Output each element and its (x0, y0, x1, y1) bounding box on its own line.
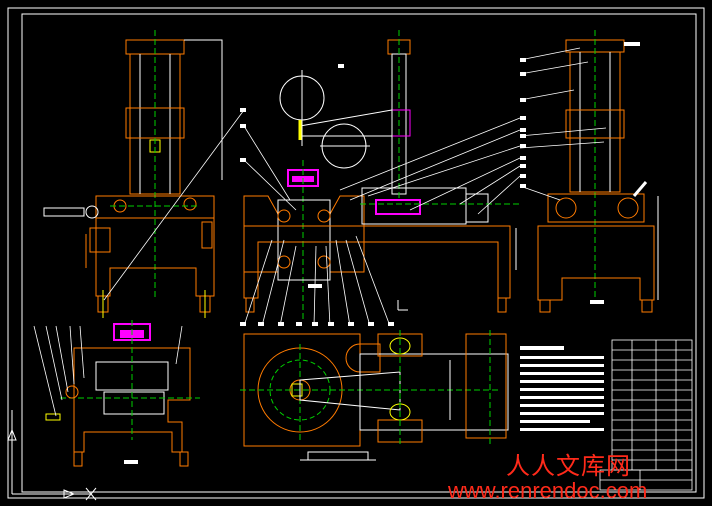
watermark-cn: 人人文库网 (506, 452, 631, 480)
drawing-frame (7, 7, 705, 499)
center-elevation (243, 30, 520, 320)
technical-notes (520, 346, 604, 431)
part-balloons (240, 42, 640, 326)
section-view (33, 320, 200, 467)
side-view (537, 30, 659, 313)
leader-lines (103, 47, 607, 327)
watermark-url[interactable]: www.renrendoc.com (448, 478, 648, 503)
front-view (43, 30, 223, 318)
parts-list-table (611, 339, 693, 471)
ucs-axis-icon (7, 410, 97, 501)
title-block (599, 469, 693, 491)
top-view (240, 330, 509, 461)
